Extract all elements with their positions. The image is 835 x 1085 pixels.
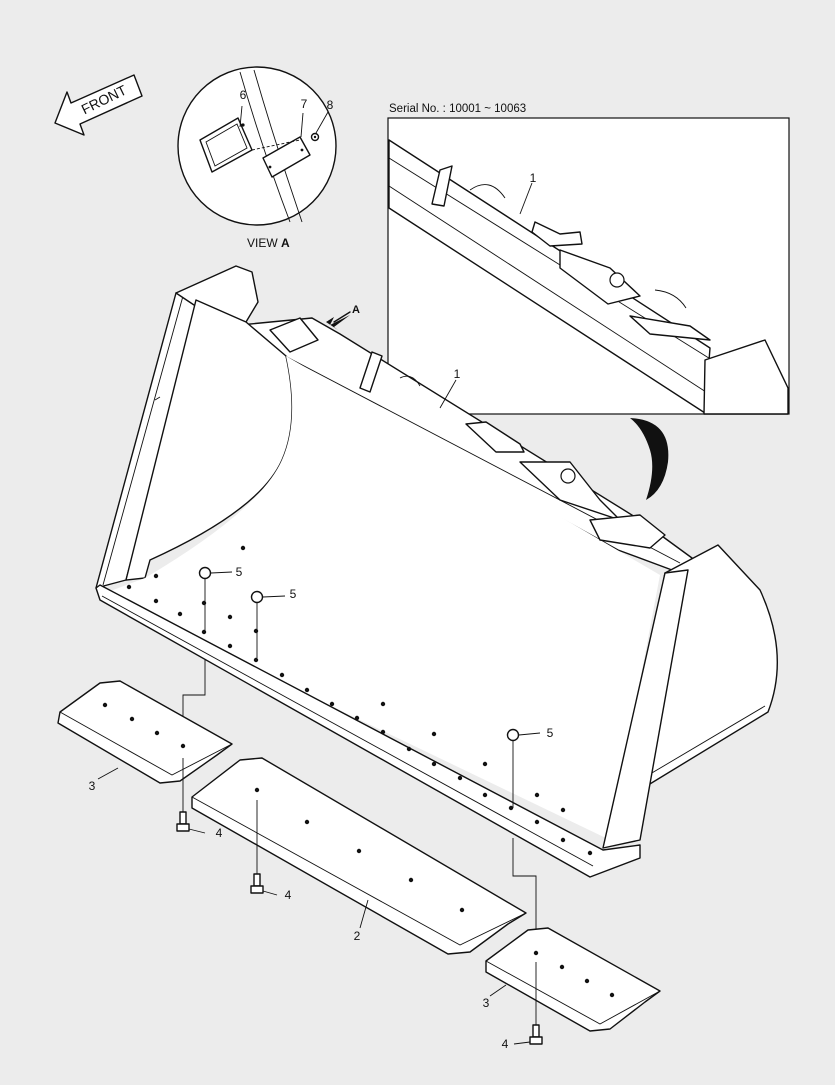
callout-3b: 3 (483, 996, 490, 1010)
corner-edge-right: 3 (483, 927, 661, 1032)
view-arrow-label: A (352, 304, 360, 316)
bolt-4b: 4 (250, 800, 292, 902)
callout-1: 1 (454, 367, 461, 381)
serial-label: Serial No. : 10001 ~ 10063 (389, 103, 526, 115)
bolt-4a: 4 (176, 758, 223, 840)
callout-5b: 5 (290, 587, 297, 601)
corner-edge-left: 3 (57, 680, 233, 793)
detail-circle (177, 66, 337, 226)
callout-5c: 5 (547, 726, 554, 740)
callout-5a: 5 (236, 565, 243, 579)
serial-inset: 1 (387, 117, 790, 415)
callout-1-inset: 1 (530, 171, 537, 185)
callout-7: 7 (301, 97, 308, 111)
view-caption: VIEW A (247, 236, 290, 250)
callout-3a: 3 (89, 779, 96, 793)
part-7-plate (262, 136, 311, 178)
part-8-rivet (310, 132, 320, 142)
callout-8: 8 (327, 98, 334, 112)
view-a-detail: 6 7 8 (177, 66, 337, 226)
bucket-assembly: A 1 (95, 265, 779, 878)
front-arrow-icon: FRONT (54, 74, 143, 136)
bolt-4c: 4 (502, 962, 543, 1051)
callout-4c: 4 (502, 1037, 509, 1051)
callout-4b: 4 (285, 888, 292, 902)
center-edge: 2 (191, 757, 527, 955)
callout-6: 6 (240, 88, 247, 102)
callout-4a: 4 (216, 826, 223, 840)
edge-bolt-holes (126, 545, 593, 856)
nut-5c (506, 728, 541, 950)
callout-2: 2 (354, 929, 361, 943)
view-a-arrow-icon (326, 311, 351, 330)
inset-link-arrow (630, 418, 669, 500)
